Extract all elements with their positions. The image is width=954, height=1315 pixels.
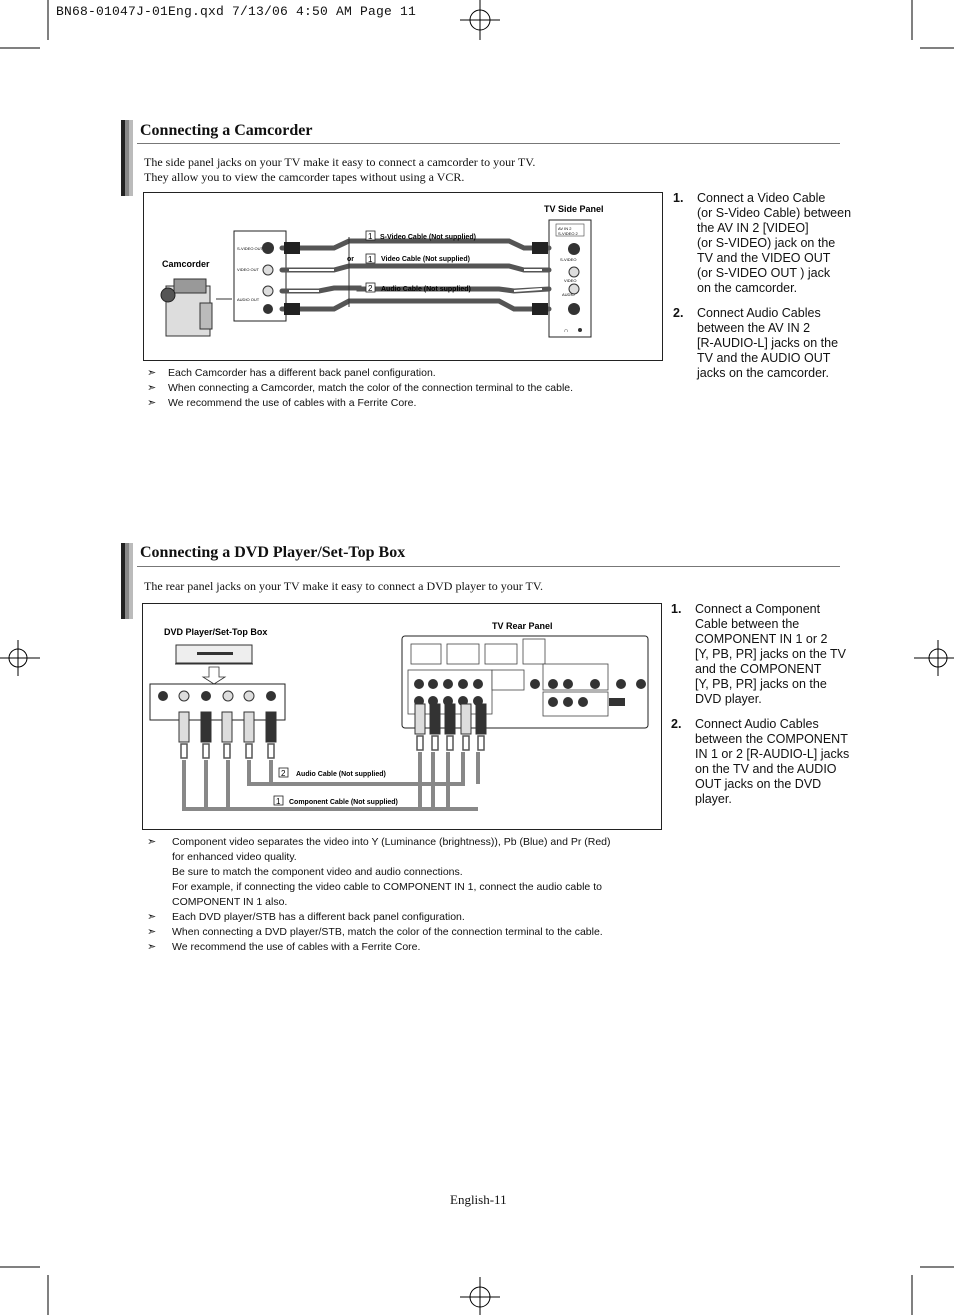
note-arrow-icon: ➣: [147, 367, 157, 379]
dvd-audio-cable-label: Audio Cable (Not supplied): [296, 771, 386, 778]
note-item: ➣When connecting a Camcorder, match the …: [147, 382, 574, 394]
note-item: COMPONENT IN 1 also.: [172, 896, 288, 908]
page-number: English-11: [450, 1192, 507, 1207]
svg-text:∩: ∩: [564, 328, 568, 334]
tv-side-panel: [548, 219, 592, 338]
note-item: ➣Each Camcorder has a different back pan…: [147, 367, 436, 379]
dvd-notes: ➣Component video separates the video int…: [147, 835, 657, 955]
svg-text:1: 1: [368, 232, 373, 241]
section-title-camcorder: Connecting a Camcorder: [140, 122, 313, 139]
video-cable-label: Video Cable (Not supplied): [381, 256, 470, 263]
camcorder-notes: ➣Each Camcorder has a different back pan…: [147, 366, 667, 411]
camcorder-steps: 1. Connect a Video Cable(or S-Video Cabl…: [673, 191, 873, 391]
svg-text:VIDEO: VIDEO: [564, 278, 576, 283]
section-bar: [121, 120, 133, 196]
svg-text:or: or: [347, 256, 354, 263]
tv-side-panel-label: TV Side Panel: [544, 204, 604, 214]
svg-text:1: 1: [368, 255, 373, 264]
note-item: For example, if connecting the video cab…: [172, 881, 602, 893]
note-arrow-icon: ➣: [147, 941, 157, 953]
dvd-connection-figure: DVD Player/Set-Top Box TV Rear Panel: [149, 621, 649, 811]
svideo-cable-label: S-Video Cable (Not supplied): [380, 234, 476, 241]
section-rule: [137, 143, 840, 144]
note-item: ➣We recommend the use of cables with a F…: [147, 941, 421, 953]
dvd-player-icon: [175, 644, 253, 665]
step-1: 1. Connect a Video Cable(or S-Video Cabl…: [673, 191, 852, 295]
note-arrow-icon: ➣: [147, 911, 157, 923]
svg-text:AUDIO OUT: AUDIO OUT: [237, 297, 260, 302]
note-arrow-icon: ➣: [147, 382, 157, 394]
svg-text:S-VIDEO: S-VIDEO: [560, 257, 576, 262]
camcorder-diagram: TV Side Panel AV IN 2 S-VIDEO 2 S-VIDEO …: [143, 192, 663, 361]
camcorder-icon: [160, 278, 213, 337]
component-cable-label: Component Cable (Not supplied): [289, 799, 398, 806]
intro-dvd: The rear panel jacks on your TV make it …: [144, 579, 543, 593]
intro-camcorder: The side panel jacks on your TV make it …: [144, 155, 536, 184]
note-item: ➣We recommend the use of cables with a F…: [147, 397, 417, 409]
note-arrow-icon: ➣: [147, 926, 157, 938]
svg-text:AV IN 2: AV IN 2: [558, 226, 572, 231]
svg-text:2: 2: [368, 284, 373, 293]
section-title-dvd: Connecting a DVD Player/Set-Top Box: [140, 544, 406, 561]
note-arrow-icon: ➣: [147, 397, 157, 409]
tv-rear-panel-label: TV Rear Panel: [492, 621, 553, 631]
note-item: ➣Each DVD player/STB has a different bac…: [147, 911, 465, 923]
file-header: BN68-01047J-01Eng.qxd 7/13/06 4:50 AM Pa…: [56, 4, 417, 19]
svg-text:2: 2: [281, 769, 286, 778]
svg-text:S-VIDEO OUT: S-VIDEO OUT: [237, 246, 264, 251]
camcorder-label: Camcorder: [162, 259, 210, 269]
note-item: Be sure to match the component video and…: [172, 866, 463, 878]
note-item: ➣When connecting a DVD player/STB, match…: [147, 926, 603, 938]
note-item: ➣Component video separates the video int…: [147, 836, 611, 848]
section-rule: [137, 566, 840, 567]
dvd-diagram: DVD Player/Set-Top Box TV Rear Panel: [142, 603, 662, 830]
note-item: for enhanced video quality.: [172, 851, 297, 863]
camcorder-connection-figure: TV Side Panel AV IN 2 S-VIDEO 2 S-VIDEO …: [160, 204, 604, 338]
dvd-device-label: DVD Player/Set-Top Box: [164, 627, 267, 637]
audio-cable-label: Audio Cable (Not supplied): [381, 286, 471, 293]
svg-text:1: 1: [276, 797, 281, 806]
svg-text:S-VIDEO 2: S-VIDEO 2: [558, 231, 579, 236]
note-arrow-icon: ➣: [147, 836, 157, 848]
section-bar: [121, 543, 133, 619]
svg-text:AUDIO: AUDIO: [562, 292, 575, 297]
svg-text:VIDEO OUT: VIDEO OUT: [237, 267, 260, 272]
